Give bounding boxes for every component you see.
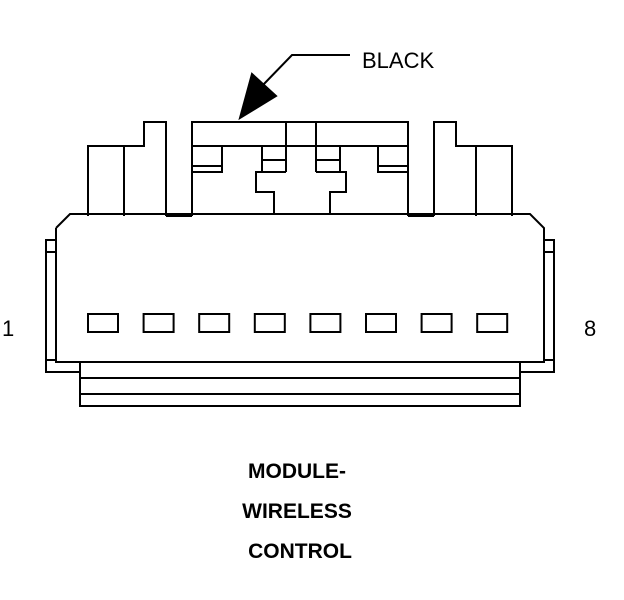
connector-body — [45, 213, 555, 373]
terminal-cavity — [253, 313, 286, 333]
callout-arrowhead — [238, 72, 278, 121]
wire-color-label: BLACK — [362, 48, 435, 73]
right-latch — [408, 121, 513, 217]
terminal-cavity — [365, 313, 397, 333]
bottom-rail — [79, 361, 521, 407]
pin-number-first: 1 — [2, 316, 15, 341]
terminal-cavity — [198, 313, 231, 333]
terminal-cavity — [476, 313, 509, 333]
terminal-cavity — [87, 313, 119, 333]
component-name: MODULE- WIRELESS CONTROL — [236, 452, 358, 572]
component-name-line2: WIRELESS — [242, 500, 352, 523]
component-name-line1: MODULE- — [248, 460, 346, 483]
left-latch — [87, 121, 192, 217]
callout-leader — [238, 54, 350, 121]
pin-number-last: 8 — [584, 316, 597, 341]
terminal-cavity — [142, 313, 175, 333]
terminal-cavity — [309, 313, 342, 333]
terminal-cavity — [420, 313, 453, 333]
component-name-line3: CONTROL — [248, 540, 352, 563]
center-lock — [191, 121, 409, 216]
